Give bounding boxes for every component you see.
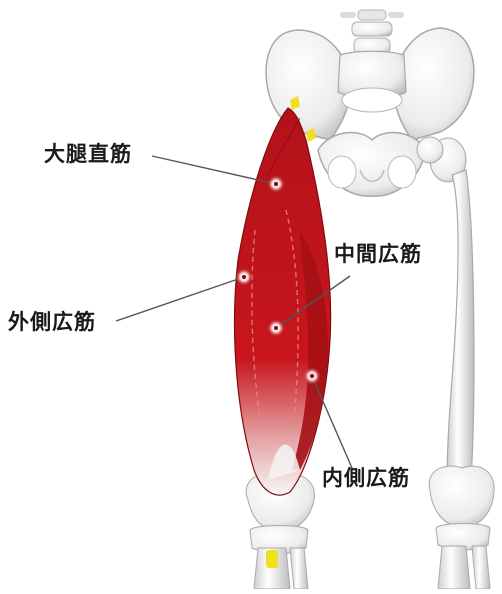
label-vastus-medialis: 内側広筋 <box>322 468 410 489</box>
right-femur <box>417 137 494 589</box>
leader-line-vastus-lateralis <box>116 277 244 321</box>
patellar-tendon-marker <box>266 550 278 568</box>
leader-line-rectus-femoris <box>152 156 276 184</box>
label-vastus-intermedius: 中間広筋 <box>334 244 422 265</box>
quadriceps-muscle <box>235 108 331 495</box>
label-vastus-lateralis: 外側広筋 <box>8 312 96 333</box>
label-rectus-femoris: 大腿直筋 <box>44 144 132 165</box>
spine <box>340 10 404 54</box>
